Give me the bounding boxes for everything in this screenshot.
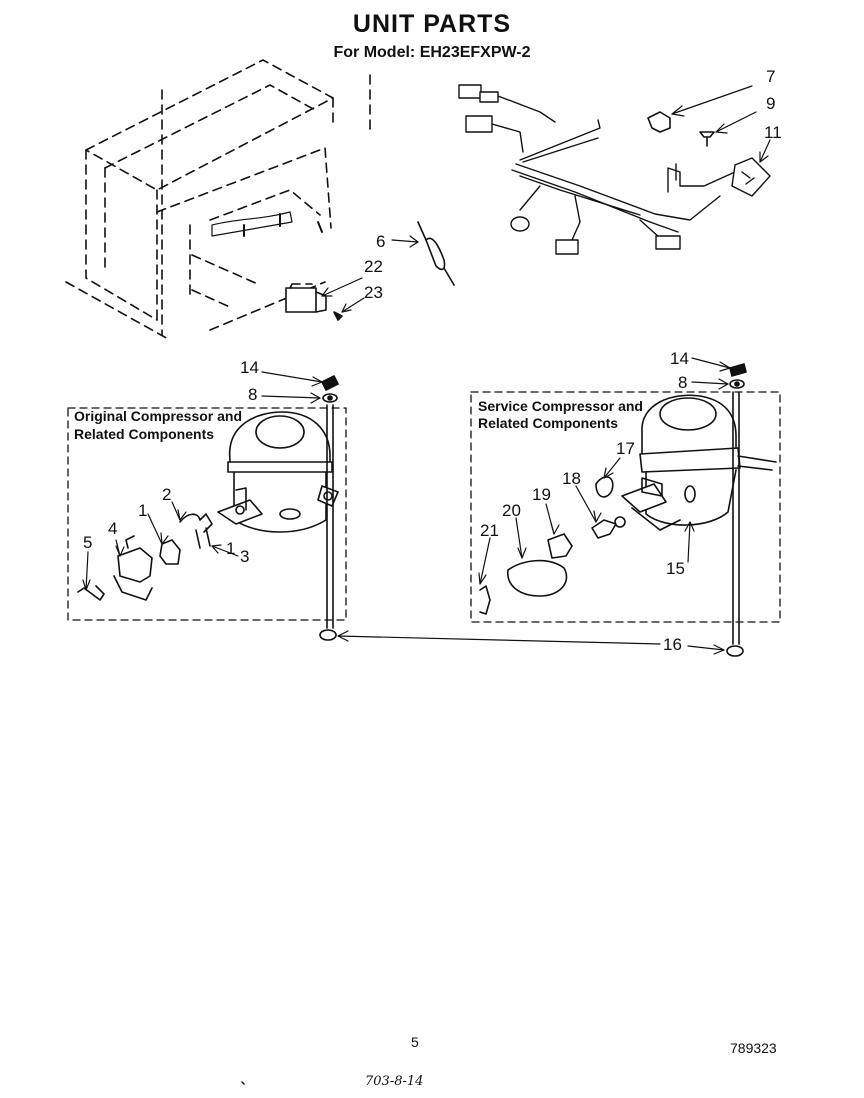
document-number: 789323 — [730, 1040, 777, 1056]
callout-20: 20 — [502, 501, 521, 520]
drier-part-6 — [417, 221, 455, 286]
handwritten-note: 703-8-14 — [365, 1074, 424, 1089]
callout-8-original: 8 — [248, 385, 257, 404]
callout-16: 16 — [663, 635, 682, 654]
original-group-line-2: Related Components — [74, 426, 214, 442]
callout-21: 21 — [480, 521, 499, 540]
service-compressor — [621, 394, 777, 531]
callout-14-service: 14 — [670, 349, 689, 368]
mounting-hardware — [319, 363, 747, 657]
callout-6: 6 — [376, 232, 385, 251]
leader-lines — [82, 85, 771, 655]
wiring-harness — [458, 84, 771, 255]
screw-part-23 — [333, 311, 343, 321]
callout-2: 2 — [162, 485, 171, 504]
callout-1: 1 — [138, 501, 147, 520]
callout-18: 18 — [562, 469, 581, 488]
callout-5: 5 — [83, 533, 92, 552]
original-small-parts — [77, 513, 213, 601]
callout-7: 7 — [766, 67, 775, 86]
callout-11: 11 — [764, 123, 782, 142]
service-group-box — [470, 391, 781, 623]
original-group-line-1: Original Compressor and — [74, 408, 242, 424]
page-number: 5 — [411, 1034, 419, 1050]
screw-part-9 — [699, 131, 715, 147]
clip-part-7 — [647, 111, 671, 133]
callout-8-service: 8 — [678, 373, 687, 392]
callout-4: 4 — [108, 519, 117, 538]
callout-23: 23 — [364, 283, 383, 302]
callout-17: 17 — [616, 439, 635, 458]
callout-9: 9 — [766, 94, 775, 113]
callout-3: 3 — [240, 547, 249, 566]
footer-mark — [241, 1081, 245, 1085]
callout-22: 22 — [364, 257, 383, 276]
callout-19: 19 — [532, 485, 551, 504]
model-subtitle: For Model: EH23EFXPW-2 — [333, 44, 531, 61]
callout-15: 15 — [666, 559, 685, 578]
page-title: UNIT PARTS — [352, 10, 512, 38]
callout-labels: 7 9 11 6 22 23 14 8 14 8 2 1 1 3 4 5 17 … — [74, 67, 782, 654]
callout-14-original: 14 — [240, 358, 259, 377]
original-compressor — [217, 411, 339, 533]
relay-part-22 — [285, 283, 327, 313]
service-group-line-2: Related Components — [478, 415, 618, 431]
callout-1b: 1 — [226, 539, 235, 558]
service-group-line-1: Service Compressor and — [478, 398, 643, 414]
cabinet-outline — [65, 59, 371, 341]
original-group-box — [67, 407, 347, 621]
service-small-parts — [479, 476, 626, 615]
